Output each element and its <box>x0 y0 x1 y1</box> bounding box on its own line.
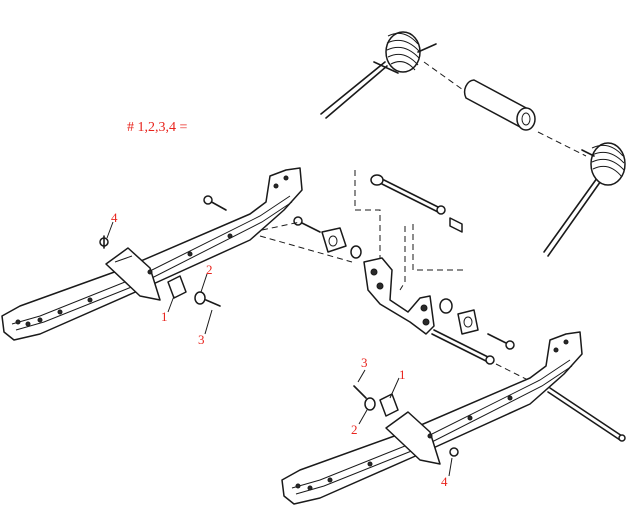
callout-left-4: 4 <box>111 210 118 225</box>
callout-leaders <box>106 221 453 477</box>
callout-right-3: 3 <box>361 355 368 370</box>
callout-right-4: 4 <box>441 474 448 489</box>
cross-bolt <box>293 216 515 350</box>
callout-right-2: 2 <box>351 422 358 437</box>
callout-left-1: 1 <box>161 309 168 324</box>
callout-left-2: 2 <box>206 262 213 277</box>
rail-left <box>1 167 303 341</box>
rail-left-hardware <box>99 195 227 307</box>
upper-pivot-rod <box>370 174 463 233</box>
callout-right-1: 1 <box>399 367 406 382</box>
lower-cross-rod <box>259 221 549 391</box>
pivot-bracket <box>363 257 435 335</box>
assembly-axis-1 <box>423 61 467 93</box>
torsion-spring-right <box>543 142 626 257</box>
rail-right-hardware <box>353 385 626 457</box>
spring-tube <box>463 79 536 131</box>
rubber-cushion-upper <box>321 227 362 259</box>
part-group-caption: # 1,2,3,4 = <box>127 120 188 135</box>
rail-right <box>281 331 583 505</box>
torsion-spring-left <box>320 31 437 119</box>
callout-left-3: 3 <box>198 332 205 347</box>
assembly-axis-2 <box>537 131 587 157</box>
rubber-cushion-lower <box>439 298 479 335</box>
alignment-guides <box>354 170 465 291</box>
